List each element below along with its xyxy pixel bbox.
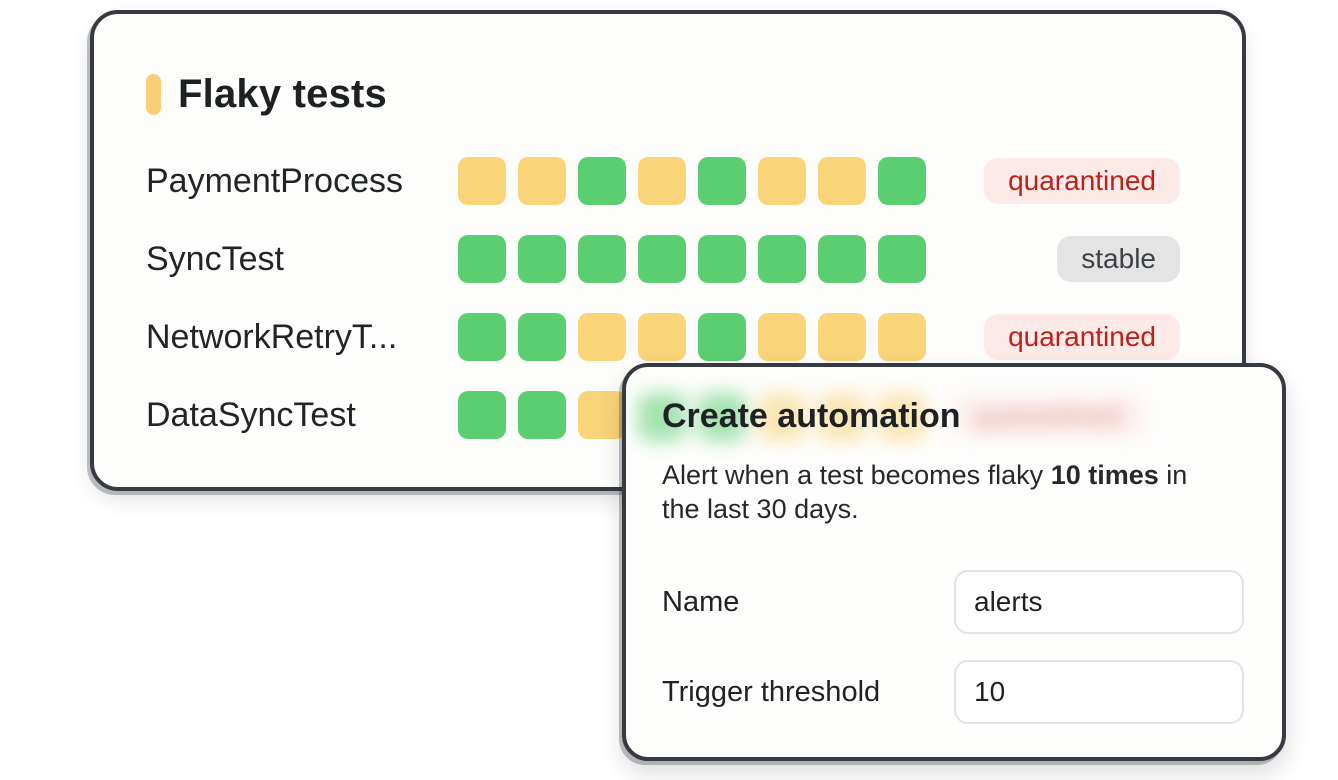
- status-badge-quarantined: quarantined: [984, 314, 1180, 360]
- yellow-status-square: [818, 313, 866, 361]
- green-status-square: [578, 157, 626, 205]
- green-status-square: [578, 235, 626, 283]
- yellow-status-square: [638, 313, 686, 361]
- status-squares: [458, 235, 926, 283]
- name-input[interactable]: [954, 570, 1244, 634]
- green-status-square: [758, 235, 806, 283]
- yellow-status-square: [578, 391, 626, 439]
- yellow-status-square: [518, 157, 566, 205]
- yellow-status-square: [758, 157, 806, 205]
- test-row: SyncTest stable: [146, 220, 1180, 298]
- yellow-status-square: [758, 313, 806, 361]
- yellow-status-square: [578, 313, 626, 361]
- description-text: Alert when a test becomes flaky: [662, 460, 1051, 490]
- green-status-square: [878, 235, 926, 283]
- green-status-square: [698, 235, 746, 283]
- description-threshold-highlight: 10 times: [1050, 460, 1159, 490]
- yellow-status-square: [458, 157, 506, 205]
- create-automation-dialog: quarantined Create automation Alert when…: [622, 363, 1286, 761]
- test-name-label: SyncTest: [146, 239, 284, 278]
- description-text: the last 30 days.: [662, 494, 859, 524]
- yellow-status-square: [878, 313, 926, 361]
- test-name-label: PaymentProcess: [146, 161, 403, 200]
- green-status-square: [458, 235, 506, 283]
- yellow-status-square: [818, 157, 866, 205]
- green-status-square: [458, 313, 506, 361]
- green-status-square: [458, 391, 506, 439]
- green-status-square: [818, 235, 866, 283]
- green-status-square: [518, 391, 566, 439]
- yellow-accent-bar-icon: [146, 73, 161, 115]
- green-status-square: [518, 235, 566, 283]
- yellow-status-square: [638, 157, 686, 205]
- status-badge-quarantined: quarantined: [984, 158, 1180, 204]
- green-status-square: [698, 157, 746, 205]
- status-squares: [458, 157, 926, 205]
- green-status-square: [518, 313, 566, 361]
- status-badge-stable: stable: [1057, 236, 1180, 282]
- green-status-square: [698, 313, 746, 361]
- green-status-square: [878, 157, 926, 205]
- card-header: Flaky tests: [146, 72, 1180, 116]
- dialog-title: Create automation: [662, 397, 961, 435]
- dialog-description: Alert when a test becomes flaky 10 times…: [662, 458, 1227, 526]
- status-squares: [458, 313, 926, 361]
- test-name-label: NetworkRetryT...: [146, 317, 398, 356]
- dialog-form: NameTrigger threshold: [662, 570, 1244, 724]
- description-text: in: [1158, 460, 1188, 490]
- form-field-row: Trigger threshold: [662, 660, 1244, 724]
- form-field-row: Name: [662, 570, 1244, 634]
- panel-title: Flaky tests: [178, 71, 387, 116]
- field-label: Name: [662, 585, 740, 618]
- test-row: PaymentProcess quarantined: [146, 142, 1180, 220]
- green-status-square: [638, 235, 686, 283]
- trigger-threshold-input[interactable]: [954, 660, 1244, 724]
- test-name-label: DataSyncTest: [146, 395, 356, 434]
- field-label: Trigger threshold: [662, 675, 881, 708]
- test-row: NetworkRetryT... quarantined: [146, 298, 1180, 376]
